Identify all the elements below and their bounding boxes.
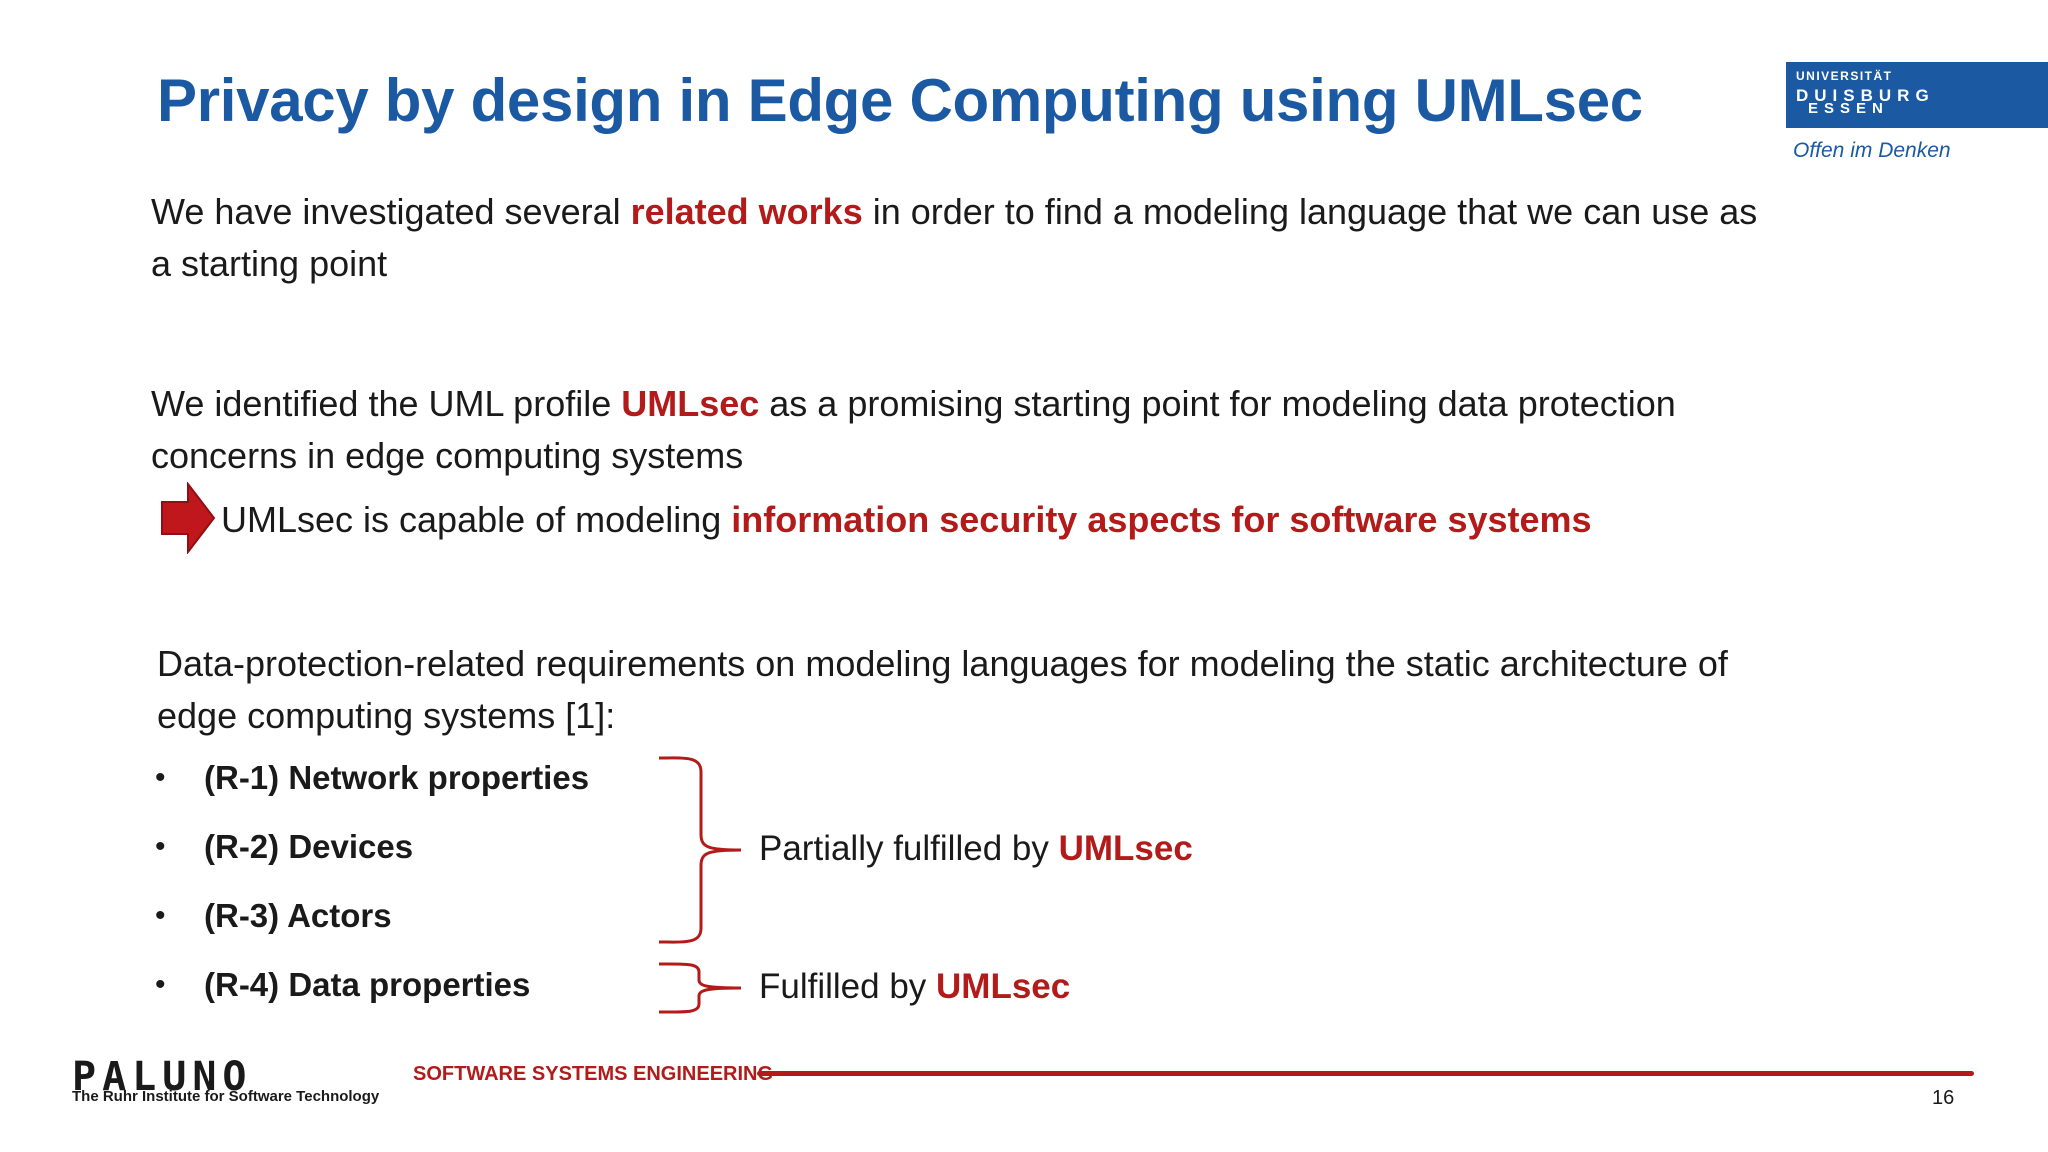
para2-text-pre: We identified the UML profile [151, 383, 622, 424]
umlsec-capability-point: UMLsec is capable of modeling informatio… [221, 494, 1592, 546]
fulfilled-highlight: UMLsec [936, 967, 1071, 1006]
para1-text-pre: We have investigated several [151, 191, 631, 232]
group-name: SOFTWARE SYSTEMS ENGINEERING [413, 1063, 774, 1085]
fulfilled-label: Fulfilled by UMLsec [759, 967, 1070, 1007]
paragraph-umlsec: We identified the UML profile UMLsec as … [151, 378, 1951, 482]
university-logo [1786, 62, 2048, 128]
para1-text-post: in order to find a modeling language tha… [862, 191, 1758, 232]
university-slogan: Offen im Denken [1793, 139, 1951, 162]
arrow-point-text: UMLsec is capable of modeling [221, 499, 732, 540]
paragraph-related-works: We have investigated several related wor… [151, 186, 1951, 290]
arrow-point-highlight: information security aspects for softwar… [731, 499, 1592, 540]
requirement-r1: (R-1) Network properties [204, 759, 590, 796]
large-curly-brace-icon [658, 756, 742, 944]
red-arrow-icon [161, 482, 216, 554]
para1-line2: a starting point [151, 243, 388, 284]
para2-text-post: as a promising starting point for modeli… [759, 383, 1676, 424]
paragraph-requirements-intro: Data-protection-related requirements on … [157, 638, 2007, 742]
partially-fulfilled-text: Partially fulfilled by [759, 829, 1059, 868]
para2-highlight: UMLsec [621, 383, 760, 424]
university-logo-line1: UNIVERSITÄT [1796, 69, 1893, 83]
paluno-logo: PALUNO [72, 1054, 253, 1100]
bullet-icon: • [155, 761, 166, 794]
partially-fulfilled-highlight: UMLsec [1058, 829, 1193, 868]
slide-title: Privacy by design in Edge Computing usin… [157, 67, 1643, 134]
requirement-r4: (R-4) Data properties [204, 966, 531, 1003]
requirement-r3: (R-3) Actors [204, 897, 392, 934]
footer-divider [757, 1071, 1974, 1076]
paluno-subtitle: The Ruhr Institute for Software Technolo… [72, 1088, 380, 1105]
partially-fulfilled-label: Partially fulfilled by UMLsec [759, 829, 1193, 869]
para2-line2: concerns in edge computing systems [151, 435, 744, 476]
university-logo-line2: DUISBURG [1796, 86, 1935, 105]
para3-line2: edge computing systems [1]: [157, 695, 616, 736]
fulfilled-text: Fulfilled by [759, 967, 937, 1006]
para3-line1: Data-protection-related requirements on … [157, 643, 1728, 684]
bullet-icon: • [155, 830, 166, 863]
bullet-icon: • [155, 968, 166, 1001]
requirement-r2: (R-2) Devices [204, 828, 414, 865]
university-logo-line3: ESSEN [1808, 100, 1889, 117]
para1-highlight: related works [630, 191, 863, 232]
small-curly-brace-icon [658, 962, 742, 1014]
page-number: 16 [1932, 1087, 1955, 1109]
bullet-icon: • [155, 899, 166, 932]
